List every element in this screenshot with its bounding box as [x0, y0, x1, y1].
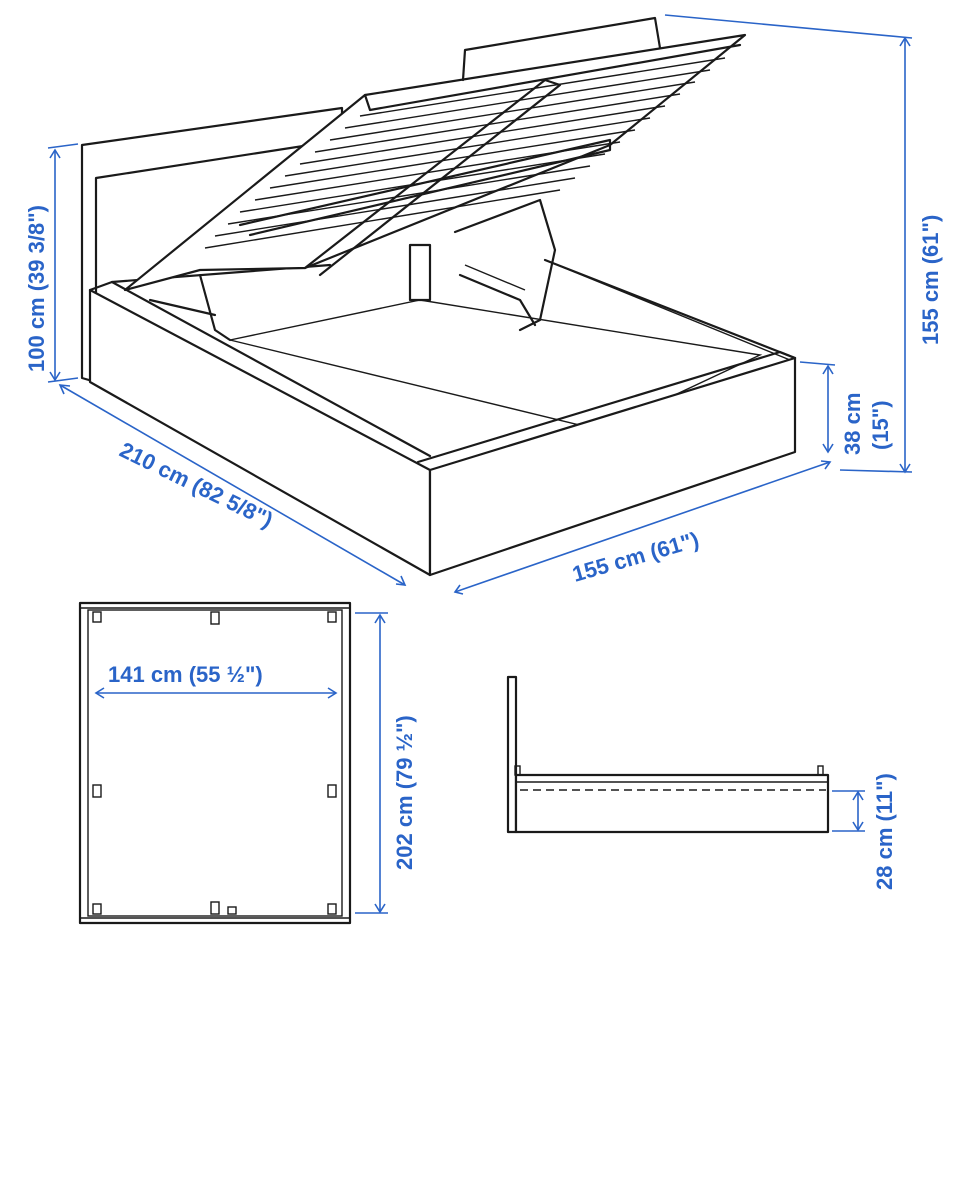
inner-length-label: 202 cm (79 ½")	[392, 715, 417, 870]
frame-height-cm-label: 38 cm	[840, 393, 865, 455]
dimension-lines-iso	[47, 14, 913, 595]
frame-height-in-label: (15")	[868, 400, 893, 450]
frame-width-label: 155 cm (61")	[569, 527, 701, 587]
headboard-height-label: 100 cm (39 3/8")	[24, 205, 49, 372]
dimension-lines-top	[94, 612, 388, 914]
frame-foot-end	[428, 356, 797, 577]
storage-depth-label: 28 cm (11")	[872, 773, 897, 890]
total-height-label: 155 cm (61")	[918, 215, 943, 345]
top-view-drawing	[78, 601, 352, 925]
isometric-bed-drawing	[80, 16, 797, 577]
inner-width-label: 141 cm (55 ½")	[108, 662, 263, 687]
gas-lift-mechanism	[148, 198, 557, 342]
slatted-base	[123, 16, 747, 292]
dimension-lines-side	[832, 790, 865, 832]
side-view-drawing	[506, 675, 830, 834]
